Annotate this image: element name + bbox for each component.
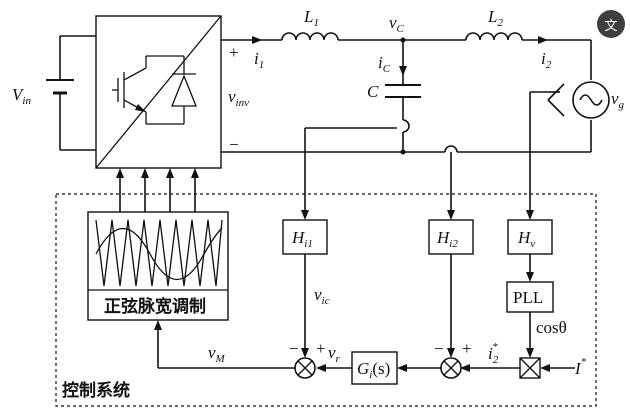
capacitor-branch <box>385 40 421 155</box>
Hi2-label: Hi2 <box>436 228 458 250</box>
spwm-block: 正弦脉宽调制 <box>87 211 229 321</box>
sum2-plus: + <box>462 339 472 358</box>
pll-block <box>506 281 554 313</box>
iC-label: iC <box>378 53 391 75</box>
sum2-minus: − <box>434 339 444 358</box>
sensor-taps <box>301 92 534 220</box>
grid-source-vg <box>530 81 610 119</box>
sum1-plus: + <box>316 339 326 358</box>
cos-label: cosθ <box>536 318 567 337</box>
vinv-label: vinv <box>228 87 249 109</box>
spwm-label: 正弦脉宽调制 <box>104 296 206 317</box>
vic-label: vic <box>314 285 330 307</box>
vg-label: vg <box>611 89 625 111</box>
control-system-label: 控制系统 <box>62 380 130 401</box>
pll-label: PLL <box>513 288 543 307</box>
i2ref-label: i2* <box>488 341 499 366</box>
Gi-label: Gi(s) <box>357 359 390 381</box>
vC-label: vC <box>389 13 405 35</box>
i2-label: i2 <box>541 49 552 71</box>
L2-label: L2 <box>487 7 503 29</box>
control-system-border <box>55 193 597 407</box>
Hi1-label: Hi1 <box>291 228 313 250</box>
Hv-block <box>507 219 553 255</box>
Hv-label: Hv <box>517 228 535 250</box>
Gi-block <box>351 351 398 385</box>
L1-label: L1 <box>303 7 319 29</box>
vr-label: vr <box>328 343 341 365</box>
translate-badge[interactable]: 文 <box>597 10 625 38</box>
Iref-label: I* <box>574 356 587 378</box>
vM-label: vM <box>208 343 226 365</box>
minus-terminal: − <box>229 135 239 154</box>
sum1-minus: − <box>289 339 299 358</box>
dc-source-vin: Vin <box>12 35 96 151</box>
summing-junction-2 <box>440 254 462 379</box>
summing-junction-1 <box>294 254 316 379</box>
vin-label: Vin <box>12 85 31 107</box>
gate-signals <box>116 168 199 212</box>
i1-label: i1 <box>254 49 264 71</box>
plus-terminal: + <box>229 43 239 62</box>
bottom-rail <box>221 120 592 153</box>
top-rail <box>221 32 592 80</box>
C-label: C <box>367 82 379 101</box>
inverter-block <box>95 15 222 169</box>
